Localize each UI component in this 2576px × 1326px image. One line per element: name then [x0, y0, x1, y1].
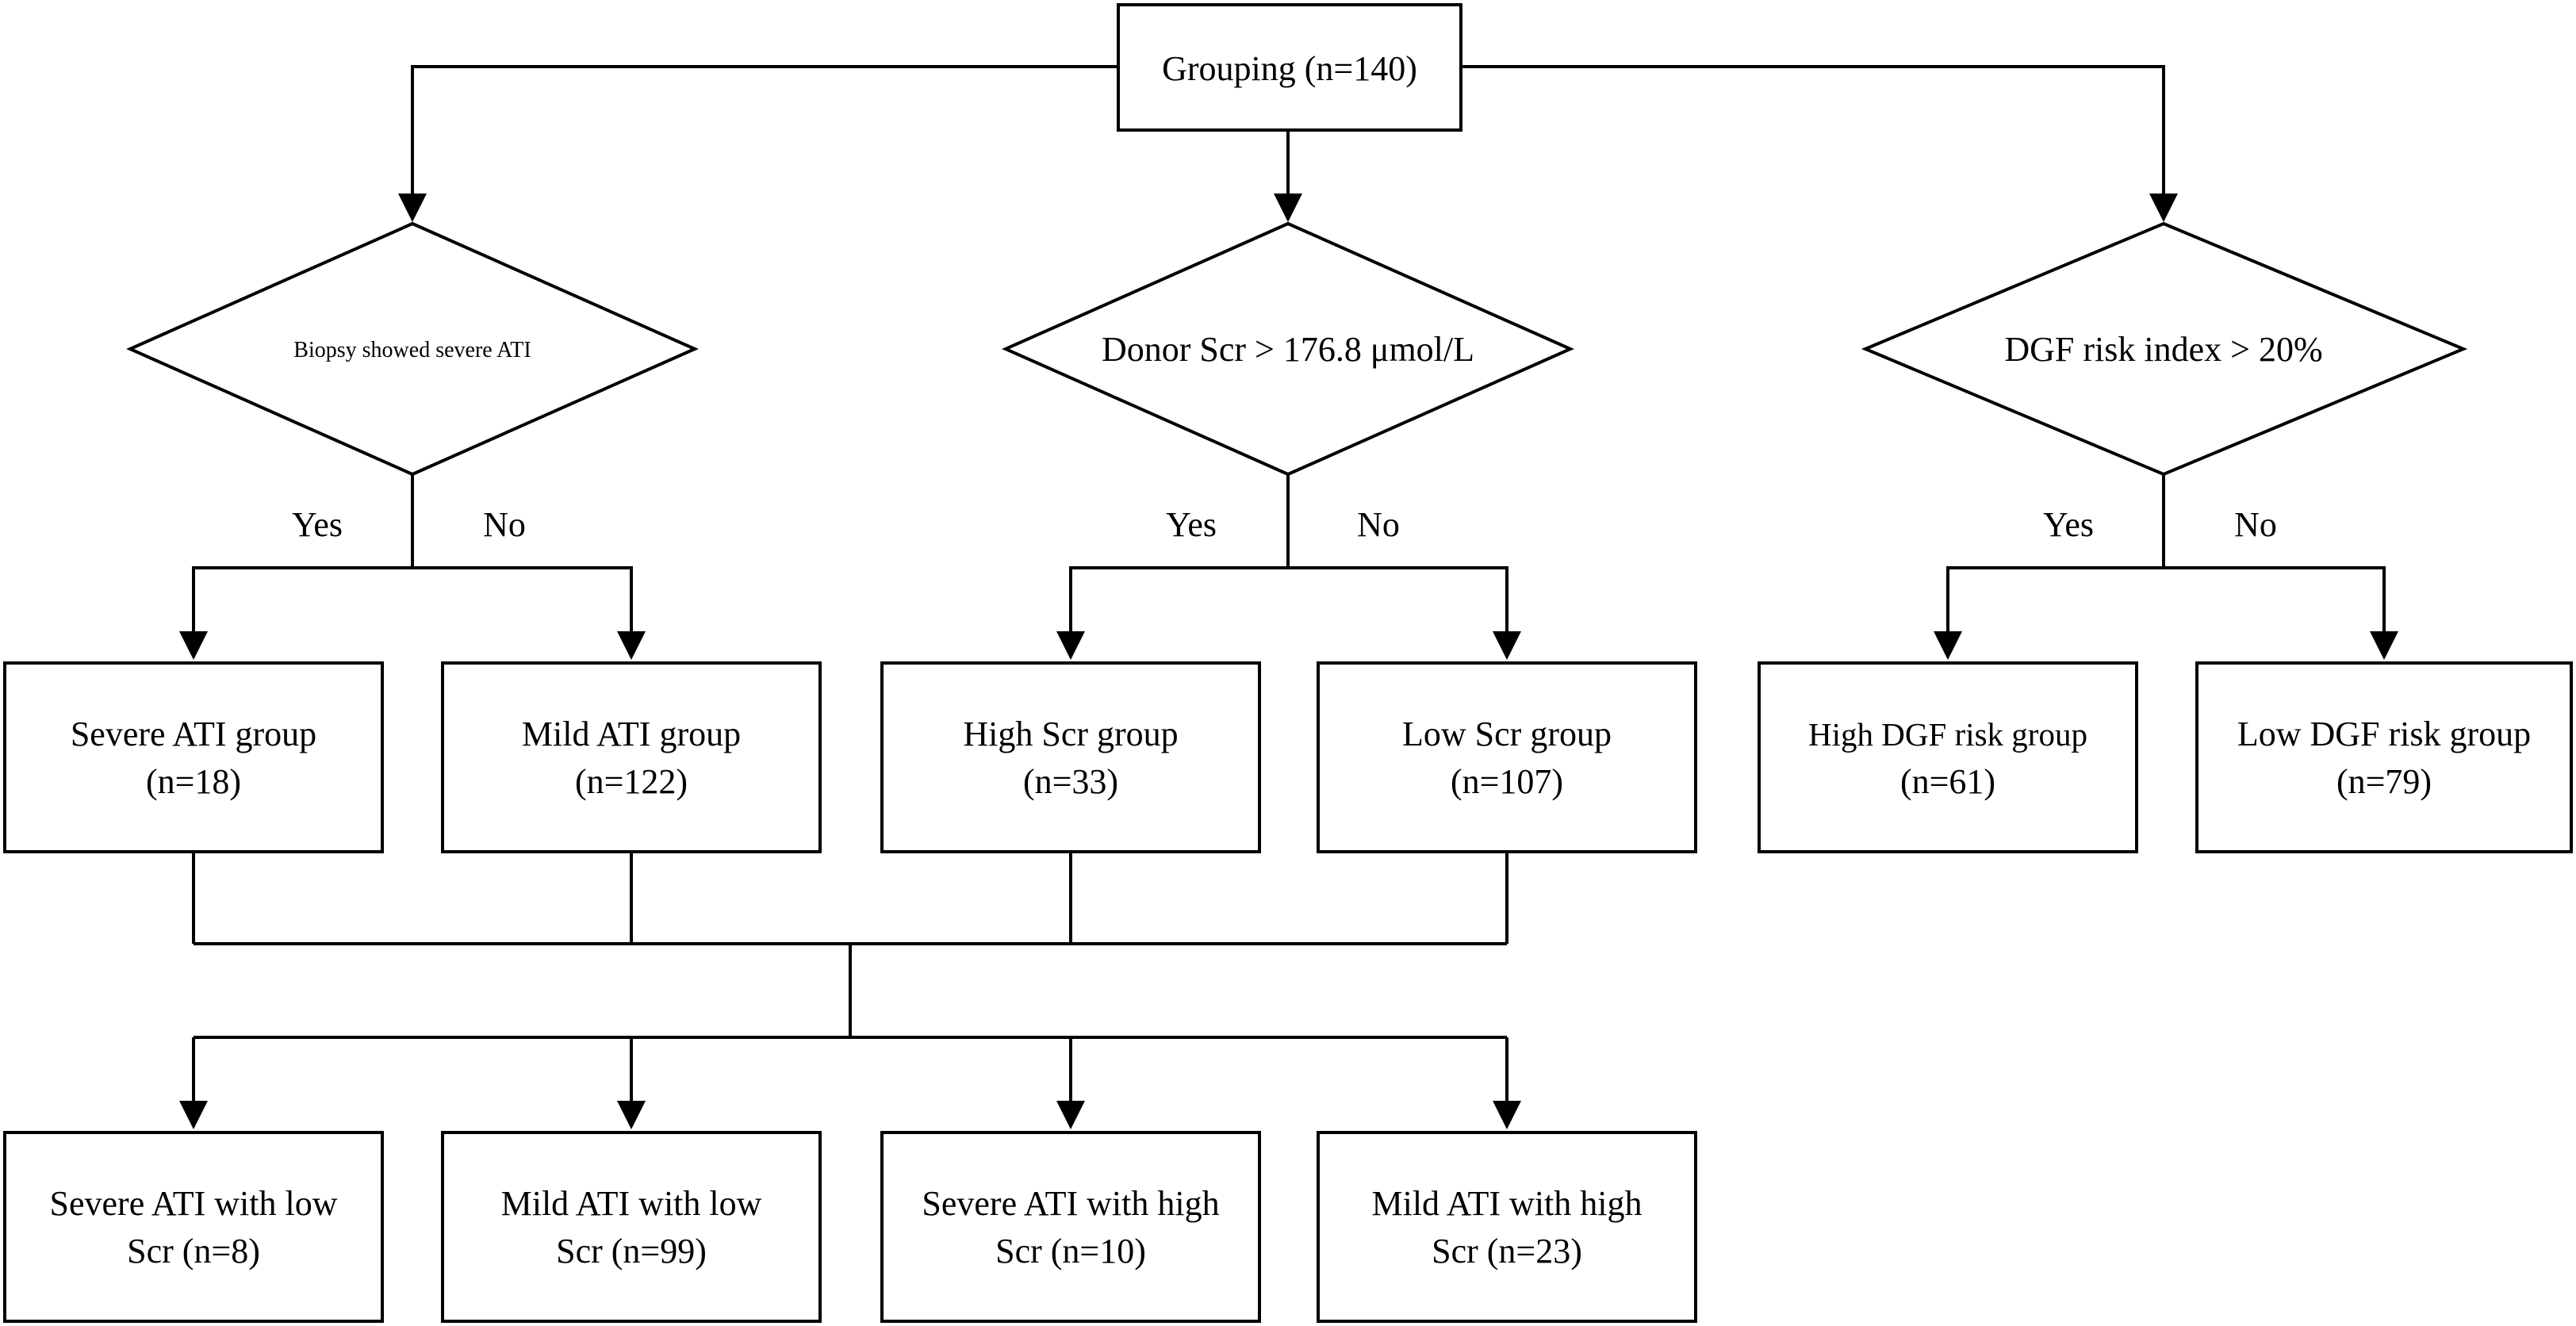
no-label: No — [1357, 505, 1400, 544]
arrowhead — [1056, 631, 1085, 660]
arrowhead — [398, 194, 427, 222]
connectors — [192, 65, 2386, 1104]
arrowhead — [179, 1101, 208, 1129]
decision-ati: Biopsy showed severe ATI — [126, 221, 699, 477]
yes-label: Yes — [1166, 505, 1217, 544]
group-line1: Low DGF risk group — [2237, 715, 2531, 753]
group-line1: Severe ATI group — [71, 715, 316, 753]
group-severe-ati: Severe ATI group (n=18) — [3, 661, 384, 853]
group-line2: (n=79) — [2336, 762, 2432, 801]
group-high-dgf: High DGF risk group (n=61) — [1758, 661, 2138, 853]
no-label: No — [483, 505, 526, 544]
arrowhead — [1274, 194, 1302, 222]
group-high-scr: High Scr group (n=33) — [880, 661, 1261, 853]
root-label: Grouping (n=140) — [1162, 49, 1417, 88]
combined-line2: Scr (n=8) — [127, 1232, 260, 1270]
arrowhead — [179, 631, 208, 660]
arrowhead — [1934, 631, 1962, 660]
decision-scr: Donor Scr > 176.8 μmol/L — [1002, 221, 1574, 477]
arrowhead — [2149, 194, 2178, 222]
group-line1: Low Scr group — [1402, 715, 1612, 753]
decision-scr-label: Donor Scr > 176.8 μmol/L — [1102, 330, 1474, 369]
group-low-scr: Low Scr group (n=107) — [1317, 661, 1697, 853]
root-node: Grouping (n=140) — [1117, 3, 1462, 132]
connector-scr-split — [1069, 566, 1508, 634]
arrowheads — [179, 194, 2398, 1129]
combined-line2: Scr (n=10) — [995, 1232, 1146, 1270]
no-label: No — [2234, 505, 2277, 544]
combined-line1: Mild ATI with high — [1371, 1184, 1642, 1223]
decision-dgf: DGF risk index > 20% — [1861, 221, 2468, 477]
group-line2: (n=33) — [1023, 762, 1118, 801]
group-line2: (n=107) — [1451, 762, 1563, 801]
combined-severe-high: Severe ATI with high Scr (n=10) — [880, 1131, 1261, 1323]
group-line2: (n=18) — [146, 762, 241, 801]
arrowhead — [1493, 1101, 1521, 1129]
group-line2: (n=61) — [1900, 762, 1995, 801]
combined-mild-low: Mild ATI with low Scr (n=99) — [441, 1131, 822, 1323]
group-mild-ati: Mild ATI group (n=122) — [441, 661, 822, 853]
arrowhead — [1493, 631, 1521, 660]
connector-root-to-dgf — [1461, 65, 2165, 198]
decision-dgf-label: DGF risk index > 20% — [2004, 330, 2322, 369]
arrowhead — [1056, 1101, 1085, 1129]
combined-mild-high: Mild ATI with high Scr (n=23) — [1317, 1131, 1697, 1323]
combined-line2: Scr (n=23) — [1432, 1232, 1582, 1270]
decision-ati-label: Biopsy showed severe ATI — [293, 338, 531, 362]
connector-root-to-ati — [411, 65, 1118, 198]
arrowhead — [617, 1101, 646, 1129]
connector-dgf-split — [1946, 566, 2386, 634]
group-line1: High DGF risk group — [1808, 716, 2087, 753]
connector-ati-split — [192, 566, 633, 634]
combined-line2: Scr (n=99) — [556, 1232, 707, 1270]
group-line1: High Scr group — [963, 715, 1178, 753]
group-line2: (n=122) — [575, 762, 688, 801]
combined-line1: Severe ATI with low — [50, 1184, 338, 1223]
group-line1: Mild ATI group — [522, 715, 741, 753]
yes-label: Yes — [2043, 505, 2094, 544]
arrowhead — [2370, 631, 2398, 660]
branch-labels: Yes No Yes No Yes No — [292, 505, 2277, 544]
yes-label: Yes — [292, 505, 343, 544]
combined-line1: Mild ATI with low — [501, 1184, 762, 1223]
combined-severe-low: Severe ATI with low Scr (n=8) — [3, 1131, 384, 1323]
group-low-dgf: Low DGF risk group (n=79) — [2195, 661, 2573, 853]
combined-line1: Severe ATI with high — [922, 1184, 1219, 1223]
arrowhead — [617, 631, 646, 660]
